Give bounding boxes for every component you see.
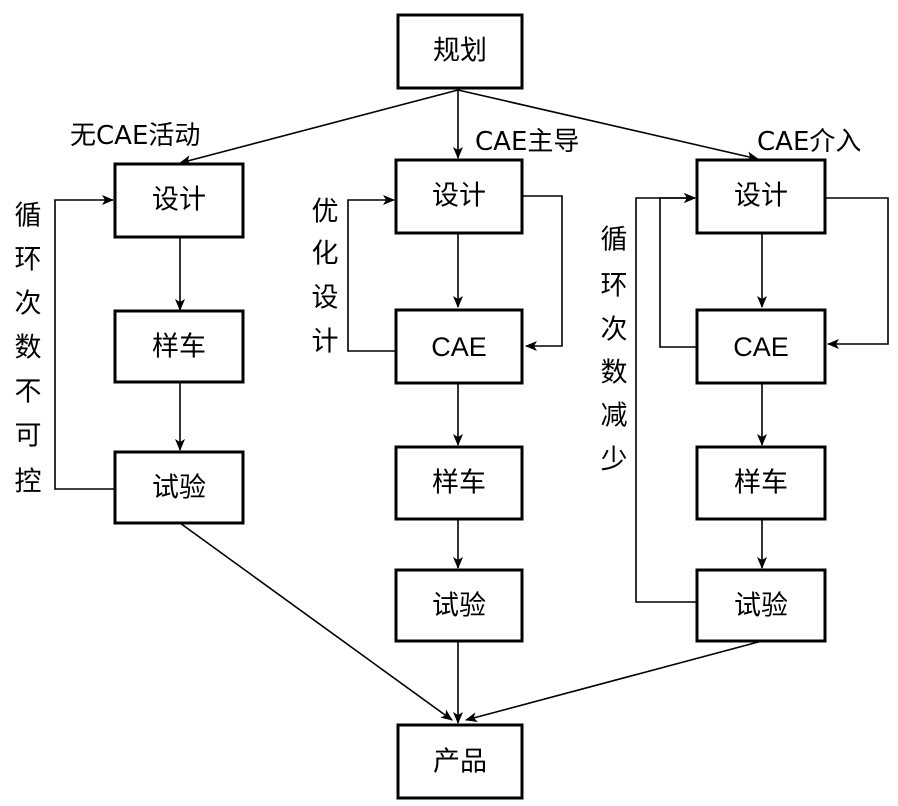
right-loop-char: 环 [601, 271, 628, 302]
right-design-label: 设计 [734, 181, 788, 212]
right-design-node: 设计 [695, 158, 827, 235]
plan-label: 规划 [433, 36, 487, 67]
left-design-node: 设计 [113, 162, 245, 239]
connectors [54, 89, 889, 724]
mid-car-label: 样车 [432, 468, 486, 499]
left-test-node: 试验 [113, 450, 245, 525]
mid-loop-char: 化 [312, 239, 339, 270]
arrow-plan-to-design-right [457, 89, 759, 162]
right-loop-char: 少 [601, 445, 628, 476]
right-loop-char: 减 [601, 401, 628, 432]
arrow-left-test-to-product [179, 522, 453, 721]
arrow-mid-design-to-cae-side [522, 195, 563, 351]
right-car-node: 样车 [695, 445, 827, 521]
product-label: 产品 [433, 747, 487, 778]
right-cae-node: CAE [695, 308, 827, 385]
right-test-label: 试验 [734, 591, 788, 622]
mid-cae-label: CAE [431, 332, 487, 362]
left-car-label: 样车 [152, 332, 206, 363]
left-loop-char: 环 [15, 245, 42, 276]
right-loop-char: 数 [601, 358, 628, 389]
left-loop-char: 循 [15, 201, 42, 232]
right-loop-char: 循 [601, 225, 628, 256]
product-node: 产品 [396, 723, 524, 800]
left-loop-char: 控 [15, 467, 42, 498]
arrow-right-test-loop [635, 193, 697, 603]
arrow-right-cae-loop [659, 193, 697, 348]
arrow-right-test-to-product [465, 640, 763, 722]
arrow-mid-optimize-loop [347, 195, 395, 352]
right-flow-title: CAE介入 [757, 127, 861, 157]
right-loop-char: 次 [601, 315, 628, 346]
mid-car-node: 样车 [394, 445, 524, 521]
left-loop-char: 次 [15, 289, 42, 320]
mid-loop-label: 优 化 设 计 [312, 197, 339, 358]
left-design-label: 设计 [152, 185, 206, 216]
right-cae-label: CAE [733, 332, 789, 362]
left-loop-char: 可 [15, 421, 42, 452]
left-loop-label: 循 环 次 数 不 可 控 [15, 201, 42, 498]
mid-loop-char: 优 [312, 197, 339, 228]
mid-loop-char: 设 [312, 283, 339, 314]
mid-loop-char: 计 [312, 327, 339, 358]
left-loop-char: 不 [15, 377, 42, 408]
mid-test-label: 试验 [432, 591, 486, 622]
mid-test-node: 试验 [394, 568, 524, 643]
right-test-node: 试验 [695, 568, 827, 643]
arrow-left-loop [54, 195, 115, 490]
left-car-node: 样车 [113, 309, 245, 384]
plan-node: 规划 [396, 13, 524, 90]
right-car-label: 样车 [734, 468, 788, 499]
arrow-right-design-to-cae-side [826, 197, 889, 349]
right-loop-label: 循 环 次 数 减 少 [601, 225, 628, 476]
mid-cae-node: CAE [394, 308, 524, 385]
mid-flow-title: CAE主导 [475, 127, 579, 157]
left-flow-title: 无CAE活动 [70, 121, 200, 151]
left-loop-char: 数 [15, 333, 42, 364]
arrow-plan-to-design-left [179, 89, 459, 166]
left-test-label: 试验 [152, 473, 206, 504]
mid-design-node: 设计 [394, 158, 524, 235]
mid-design-label: 设计 [432, 181, 486, 212]
